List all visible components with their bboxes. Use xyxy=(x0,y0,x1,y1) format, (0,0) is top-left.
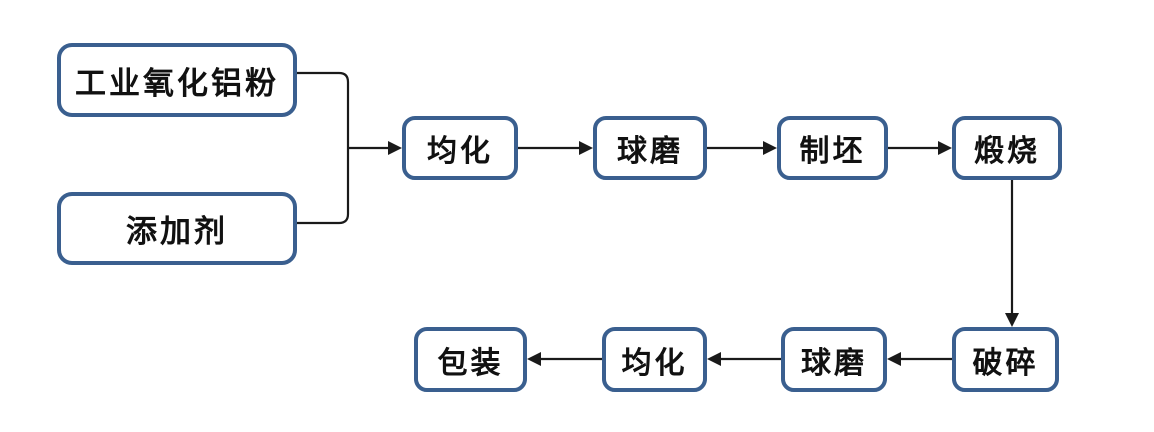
process-box-industrial-alumina-powder: 工业氧化铝粉 xyxy=(57,43,297,117)
process-box-ball-milling-2: 球磨 xyxy=(781,327,887,392)
arrowhead-left-icon xyxy=(887,352,901,366)
process-box-blank-forming: 制坯 xyxy=(777,116,888,180)
arrowhead-down-icon xyxy=(1005,313,1019,327)
process-box-crushing: 破碎 xyxy=(952,327,1059,392)
arrowhead-left-icon xyxy=(707,352,721,366)
arrowhead-right-icon xyxy=(938,141,952,155)
process-box-packaging: 包装 xyxy=(414,327,527,392)
process-box-homogenization-2: 均化 xyxy=(602,327,707,392)
arrowhead-right-icon xyxy=(388,141,402,155)
process-box-additive: 添加剂 xyxy=(57,192,297,265)
arrowhead-right-icon xyxy=(579,141,593,155)
process-box-homogenization-1: 均化 xyxy=(402,116,518,180)
process-box-calcination: 煅烧 xyxy=(952,116,1062,180)
connector-merge-bracket xyxy=(297,71,350,225)
process-box-ball-milling-1: 球磨 xyxy=(593,116,707,180)
arrowhead-right-icon xyxy=(763,141,777,155)
arrowhead-left-icon xyxy=(527,352,541,366)
